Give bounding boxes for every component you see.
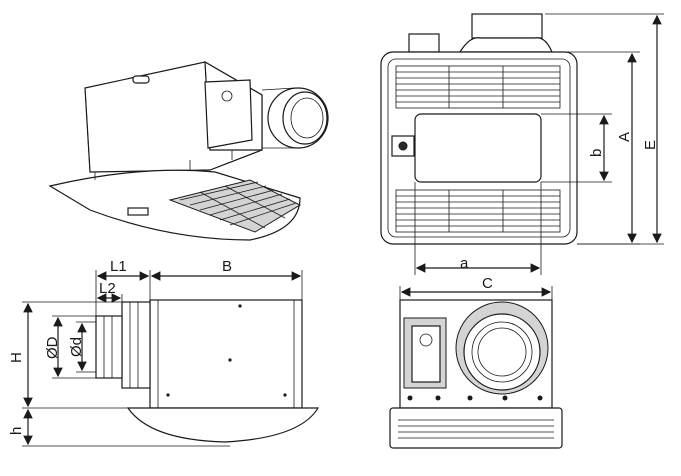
grille-bottom xyxy=(395,189,561,233)
label-E: E xyxy=(642,140,659,150)
front-grille-base xyxy=(389,407,563,449)
label-C: C xyxy=(482,275,493,292)
label-H: H xyxy=(8,352,25,363)
grille-top xyxy=(395,65,561,109)
top-view xyxy=(380,13,664,275)
switch-icon xyxy=(398,141,408,151)
label-L1: L1 xyxy=(110,258,127,275)
label-A: A xyxy=(616,132,633,142)
label-a: a xyxy=(460,255,469,272)
label-D: ØD xyxy=(44,336,61,359)
side-grille-base xyxy=(126,407,320,443)
front-view xyxy=(389,286,563,449)
label-d: Ød xyxy=(68,337,85,357)
label-B: B xyxy=(222,258,232,275)
label-h: h xyxy=(8,427,25,435)
junction-box-top xyxy=(408,33,440,53)
side-view xyxy=(22,270,320,447)
center-panel xyxy=(414,113,542,183)
outlet-top xyxy=(471,13,543,39)
dimension-labels: A E b a C L1 B L2 H ØD Ød h xyxy=(8,132,659,435)
label-L2: L2 xyxy=(99,280,116,297)
side-housing xyxy=(149,299,303,409)
isometric-view xyxy=(48,60,329,241)
label-b: b xyxy=(588,149,605,157)
